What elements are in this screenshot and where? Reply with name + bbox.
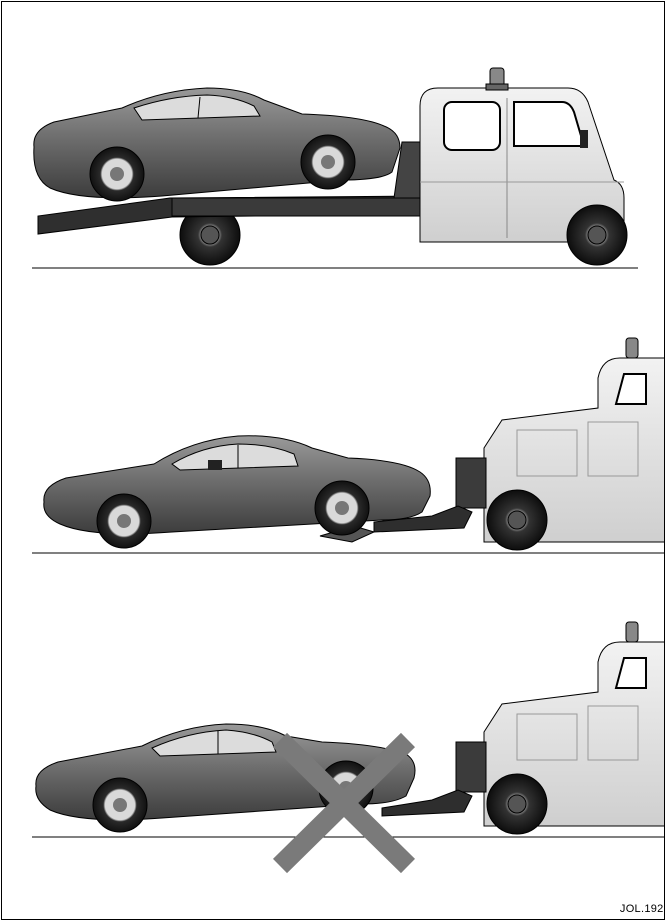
panel-rear-wheel-lift <box>32 338 665 553</box>
tow-truck-rear-view <box>456 622 665 834</box>
truck-wheel-front <box>567 205 627 265</box>
figure-reference-code: JOL.1923 <box>620 903 665 915</box>
beacon-light <box>626 622 638 642</box>
panel-flatbed <box>32 68 638 268</box>
tow-truck-rear-view <box>456 338 665 550</box>
panel-front-wheel-lift-prohibited <box>32 622 665 866</box>
cab-window-rear <box>444 102 500 150</box>
lift-frame <box>456 742 486 792</box>
lift-frame <box>456 458 486 508</box>
side-mirror <box>580 130 588 148</box>
car-on-flatbed <box>34 88 400 201</box>
beacon-light <box>626 338 638 358</box>
cab-window-front <box>514 102 584 146</box>
